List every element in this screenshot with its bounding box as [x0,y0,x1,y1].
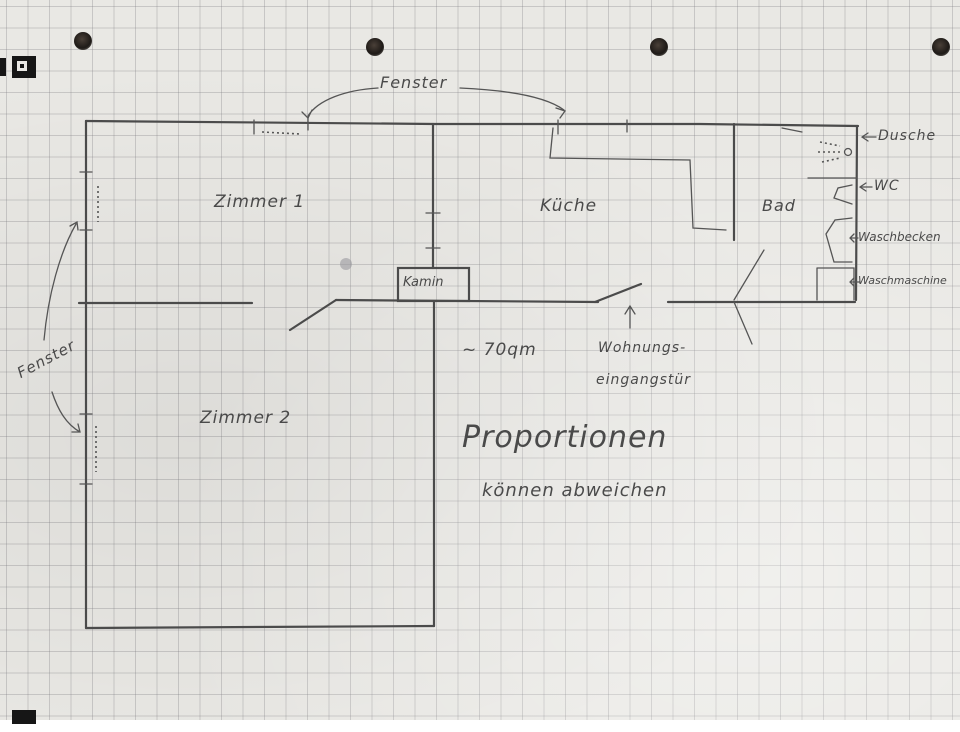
label-kueche: Küche [540,196,598,216]
arrow-fenster-top-left [301,87,379,120]
bath-wall-right [854,124,859,302]
punch-hole [366,38,384,56]
label-fenster-top: Fenster [380,73,448,92]
note-abweichen: können abweichen [482,480,668,501]
label-zimmer2: Zimmer 2 [200,408,292,428]
door-entrance [593,282,643,304]
arrow-waschmaschine [849,277,861,287]
kitchen-counter [549,127,727,231]
punch-hole [650,38,668,56]
label-zimmer1: Zimmer 1 [214,192,306,212]
punch-hole [932,38,950,56]
arrow-dusche [860,132,877,142]
arrow-entrance-door [624,304,636,329]
arrow-fenster-top-right [459,87,567,119]
label-kamin: Kamin [403,275,444,290]
wc-shape [833,184,853,205]
sink-shape [825,217,853,263]
label-waschmaschine: Waschmaschine [858,274,947,287]
window-left-upper-ticks [79,171,93,231]
label-bad: Bad [762,196,796,215]
label-dusche: Dusche [878,128,937,144]
note-proportionen: Proportionen [462,420,668,455]
label-tuer-line2: eingangstür [596,372,692,388]
window-left-lower-ticks [79,413,93,485]
label-waschbecken: Waschbecken [858,230,941,244]
label-wc: WC [874,178,900,194]
arrow-wc [858,182,873,192]
arrow-fenster-left-up [43,220,79,341]
shower-head-icon [843,147,853,157]
window-zimmer1 [253,117,309,135]
window-zimmer1-dots [261,131,301,135]
arrow-fenster-left-down [51,391,81,433]
kamin-box [396,266,471,303]
door-zimmer [288,298,338,332]
shower-spray [818,141,841,163]
outer-wall-bottom [84,624,436,630]
wall-tick [425,212,441,249]
outer-wall-top [84,119,860,128]
washing-machine-box [816,267,855,301]
window-kueche [557,119,628,135]
pencil-smudge [340,258,352,270]
label-tuer-line1: Wohnungs- [598,340,687,356]
label-flaeche: ~ 70qm [462,340,537,360]
arrow-waschbecken [849,233,859,243]
bath-door [733,249,765,345]
shower-corner [781,127,803,133]
punch-hole [74,32,92,50]
page-marker-icon [0,54,40,78]
